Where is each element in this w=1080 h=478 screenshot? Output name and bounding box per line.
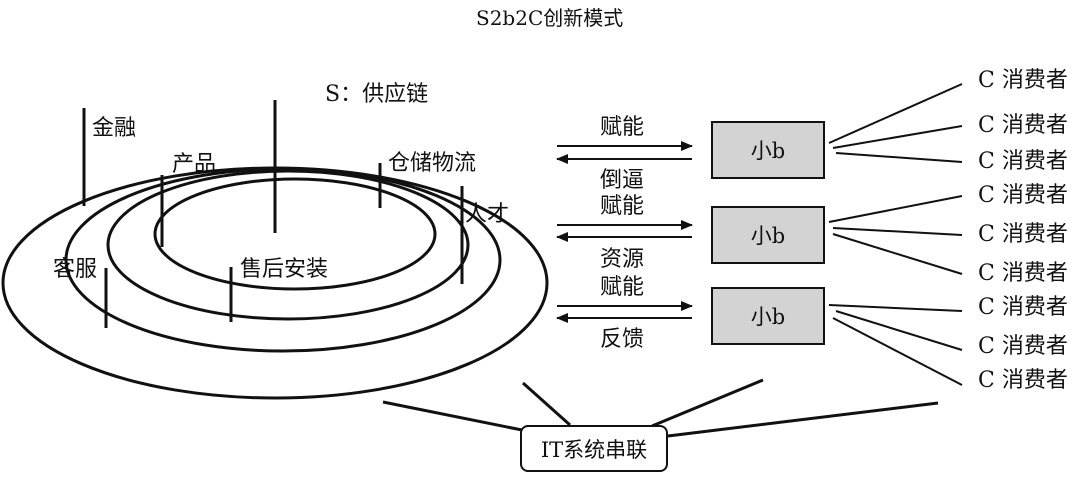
flow-3-top-label: 赋能 xyxy=(600,275,645,300)
customer-service-label: 客服 xyxy=(53,257,98,282)
consumer-label: C 消费者 xyxy=(978,334,1068,359)
talent-label: 人才 xyxy=(465,202,510,227)
fan-line xyxy=(835,310,963,351)
supply-chain-label: S：供应链 xyxy=(325,82,429,107)
consumer-label: C 消费者 xyxy=(978,368,1068,393)
fan-line xyxy=(832,125,963,149)
flow-1-bottom-label: 倒逼 xyxy=(600,168,645,193)
it-link-right-line xyxy=(667,401,939,438)
consumer-label: C 消费者 xyxy=(978,183,1068,208)
it-link-smallb-line xyxy=(651,378,764,428)
consumer-label: C 消费者 xyxy=(978,149,1068,174)
small-b-box-2: 小b xyxy=(711,206,825,264)
small-b-box-1: 小b xyxy=(711,121,825,179)
flow-1-top-label: 赋能 xyxy=(600,115,645,140)
consumer-label: C 消费者 xyxy=(978,222,1068,247)
small-b-box-3: 小b xyxy=(711,287,825,345)
fan-line xyxy=(832,317,963,386)
flow-2-top-label: 赋能 xyxy=(600,194,645,219)
after-sales-install-label: 售后安装 xyxy=(240,257,329,282)
fan-line xyxy=(828,304,963,312)
fan-line xyxy=(835,152,963,163)
fan-line xyxy=(832,227,963,236)
flow-2-bottom-label: 资源 xyxy=(600,247,645,272)
it-link-ring-line xyxy=(522,381,571,427)
fan-line xyxy=(828,83,963,144)
it-system-box: IT系统串联 xyxy=(520,425,668,472)
consumer-label: C 消费者 xyxy=(978,68,1068,93)
warehouse-logistics-label: 仓储物流 xyxy=(388,151,477,176)
consumer-label: C 消费者 xyxy=(978,261,1068,286)
product-label: 产品 xyxy=(172,152,217,177)
fan-line xyxy=(828,195,963,223)
flow-3-bottom-label: 反馈 xyxy=(600,327,645,352)
consumer-label: C 消费者 xyxy=(978,295,1068,320)
it-link-left-line xyxy=(382,400,523,432)
third-ring xyxy=(106,169,470,321)
second-ring xyxy=(64,167,502,353)
inner-ring xyxy=(153,177,437,291)
finance-label: 金融 xyxy=(92,116,137,141)
fan-line xyxy=(832,233,963,275)
diagram-title: S2b2C创新模式 xyxy=(476,6,624,30)
consumer-label: C 消费者 xyxy=(978,113,1068,138)
